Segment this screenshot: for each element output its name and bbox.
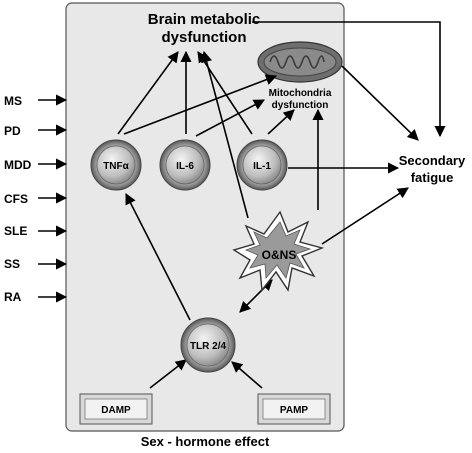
pamp-box: PAMP (257, 393, 331, 425)
mito-label-line2: dysfunction (272, 100, 329, 111)
disease-cfs: CFS (4, 192, 28, 206)
fatigue-arrows (252, 21, 446, 141)
onns-burst: O&NS (232, 210, 325, 292)
il1-label: IL-1 (253, 161, 271, 172)
il6-node: IL-6 (159, 139, 211, 191)
mitochondria-icon (257, 41, 343, 83)
disease-arrows (38, 94, 68, 303)
disease-ms: MS (4, 94, 22, 108)
secondary-label-line2: fatigue (411, 170, 454, 185)
tlr-arrows (125, 193, 263, 389)
il1-node: IL-1 (236, 139, 288, 191)
onns-arrows (201, 50, 409, 313)
disease-pd: PD (4, 124, 21, 138)
il6-label: IL-6 (176, 161, 194, 172)
brain-title-line1: Brain metabolic (148, 11, 261, 28)
footer-label: Sex - hormone effect (141, 434, 270, 449)
damp-label: DAMP (101, 405, 131, 416)
brain-title-line2: dysfunction (162, 29, 247, 46)
disease-ra: RA (4, 290, 22, 304)
tnf-node: TNFα (90, 139, 142, 191)
secondary-label-line1: Secondary (399, 153, 466, 168)
disease-sle: SLE (4, 224, 27, 238)
tlr-node: TLR 2/4 (180, 317, 236, 373)
tlr-label: TLR 2/4 (190, 341, 227, 352)
cytokine-arrows (117, 50, 400, 174)
mito-label-line1: Mitochondria (269, 88, 332, 99)
disease-ss: SS (4, 257, 20, 271)
tnf-label: TNFα (103, 161, 129, 172)
disease-labels: MS PD MDD CFS SLE SS RA (4, 94, 32, 304)
onns-label: O&NS (262, 248, 297, 262)
pamp-label: PAMP (280, 405, 308, 416)
damp-box: DAMP (79, 393, 153, 425)
disease-mdd: MDD (4, 158, 32, 172)
